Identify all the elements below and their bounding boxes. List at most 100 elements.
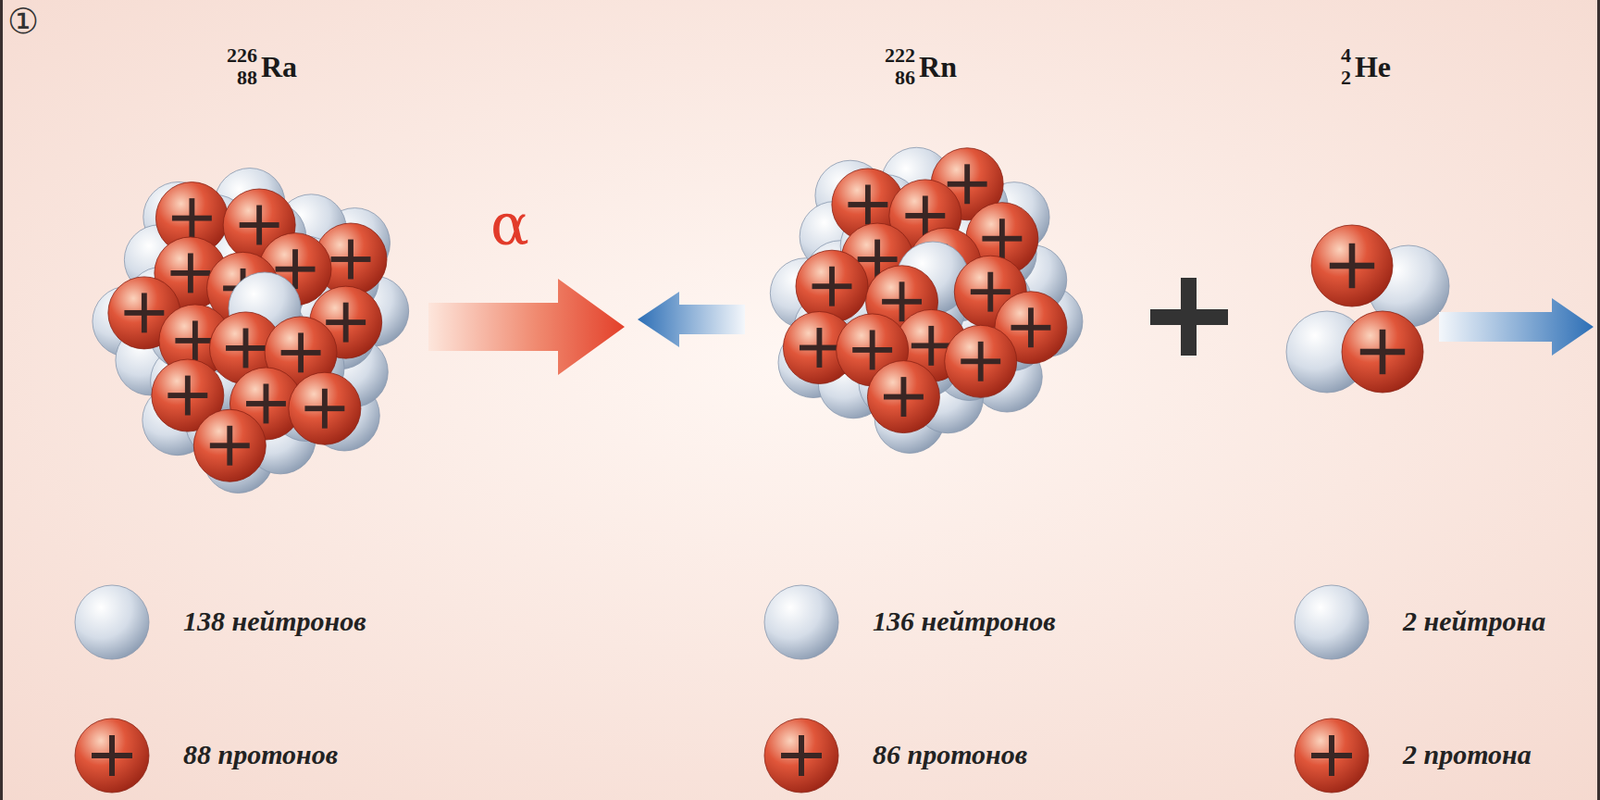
sphere-body bbox=[764, 584, 839, 659]
legend-text: 2 нейтрона bbox=[1402, 607, 1546, 635]
mass-number: 222 bbox=[884, 44, 916, 67]
radon-nucleus bbox=[769, 147, 1083, 453]
proton bbox=[867, 360, 940, 434]
neutron bbox=[74, 584, 149, 659]
plus-mark bbox=[347, 239, 354, 280]
isotope-symbol: 42He bbox=[1340, 44, 1391, 89]
plus-mark bbox=[188, 198, 195, 238]
plus-mark bbox=[922, 195, 929, 236]
nuclide-numbers: 22688 bbox=[226, 44, 258, 89]
nuclei bbox=[92, 147, 1450, 493]
legend-text: 2 протона bbox=[1402, 740, 1532, 769]
plus-mark bbox=[869, 329, 876, 370]
nuclide-numbers: 42 bbox=[1340, 44, 1352, 89]
helium-nucleus bbox=[1286, 224, 1450, 393]
plus-mark bbox=[829, 266, 835, 307]
atomic-number: 86 bbox=[894, 66, 916, 89]
atomic-number: 2 bbox=[1340, 66, 1352, 89]
proton bbox=[1294, 718, 1369, 793]
legend-spheres bbox=[74, 584, 1369, 793]
element-symbol: Rn bbox=[918, 51, 957, 82]
legend-text: 88 протонов bbox=[183, 740, 338, 769]
plus-mark bbox=[865, 185, 871, 225]
element-symbol: Ra bbox=[260, 51, 298, 82]
neutron bbox=[1294, 584, 1369, 659]
plus-mark bbox=[1349, 243, 1356, 288]
proton bbox=[193, 409, 266, 482]
atomic-number: 88 bbox=[236, 66, 258, 89]
sphere-body bbox=[74, 718, 149, 793]
sphere-body bbox=[193, 409, 266, 482]
decay-arrow bbox=[428, 278, 625, 375]
plus-mark bbox=[1379, 329, 1387, 374]
plus-mark bbox=[1028, 307, 1034, 348]
proton bbox=[288, 372, 361, 445]
isotope-symbol: 22286Rn bbox=[884, 44, 957, 89]
plus-mark bbox=[185, 375, 191, 416]
plus-mark bbox=[192, 320, 199, 360]
figure-number: ① bbox=[7, 3, 39, 39]
proton bbox=[795, 249, 869, 323]
proton bbox=[1311, 224, 1393, 307]
isotope-symbol: 22688Ra bbox=[226, 44, 298, 89]
plus-mark bbox=[322, 388, 328, 429]
decay-type-label: α bbox=[490, 196, 530, 254]
plus-mark bbox=[978, 341, 984, 382]
plus-mark bbox=[964, 163, 970, 204]
proton bbox=[74, 718, 149, 793]
plus-mark bbox=[1328, 734, 1335, 776]
emission-arrow bbox=[1438, 297, 1594, 356]
element-symbol: He bbox=[1354, 51, 1391, 82]
mass-number: 226 bbox=[226, 44, 258, 67]
proton bbox=[764, 718, 839, 793]
edge-band bbox=[1597, 0, 1600, 800]
plus-mark bbox=[343, 302, 349, 343]
legend-text: 86 протонов bbox=[872, 740, 1028, 769]
plus-mark bbox=[141, 292, 148, 333]
legend-text: 136 нейтронов bbox=[872, 607, 1056, 635]
sphere-body bbox=[1294, 584, 1369, 659]
plus-sign bbox=[1150, 277, 1228, 356]
proton bbox=[944, 324, 1018, 397]
nucleus-node: 22688Ra bbox=[83, 37, 429, 505]
radium-nucleus bbox=[92, 168, 410, 494]
sphere-body bbox=[795, 249, 869, 323]
plus-mark bbox=[243, 328, 249, 369]
sphere-body bbox=[288, 372, 361, 445]
nucleus-node: 42He bbox=[1286, 37, 1435, 408]
plus-mark bbox=[798, 734, 805, 776]
sphere-body bbox=[74, 584, 149, 659]
sphere-body bbox=[944, 324, 1018, 397]
plus-mark bbox=[187, 252, 194, 293]
nucleus-node: 22286Rn bbox=[624, 37, 1005, 491]
plus-mark bbox=[256, 205, 262, 246]
mass-number: 4 bbox=[1340, 44, 1352, 67]
recoil-arrow bbox=[637, 291, 745, 348]
plus-bar bbox=[1180, 277, 1197, 356]
plus-mark bbox=[817, 327, 823, 368]
plus-mark bbox=[987, 272, 993, 312]
plus-mark bbox=[263, 384, 270, 424]
plus-mark bbox=[901, 376, 907, 417]
nuclide-numbers: 22286 bbox=[884, 44, 916, 89]
plus-mark bbox=[928, 325, 934, 366]
plus-mark bbox=[899, 281, 906, 322]
sphere-body bbox=[867, 360, 940, 434]
plus-mark bbox=[999, 218, 1005, 259]
edge-band bbox=[0, 0, 3, 800]
plus-mark bbox=[292, 248, 298, 289]
plus-mark bbox=[226, 425, 233, 466]
sphere-body bbox=[1311, 224, 1393, 307]
sphere-body bbox=[1341, 310, 1424, 393]
proton bbox=[1341, 310, 1424, 393]
sphere-body bbox=[764, 718, 839, 793]
legend-text: 138 нейтронов bbox=[183, 607, 367, 635]
plus-mark bbox=[297, 332, 304, 373]
plus-mark bbox=[109, 734, 115, 776]
sphere-body bbox=[1294, 718, 1369, 793]
neutron bbox=[764, 584, 839, 659]
